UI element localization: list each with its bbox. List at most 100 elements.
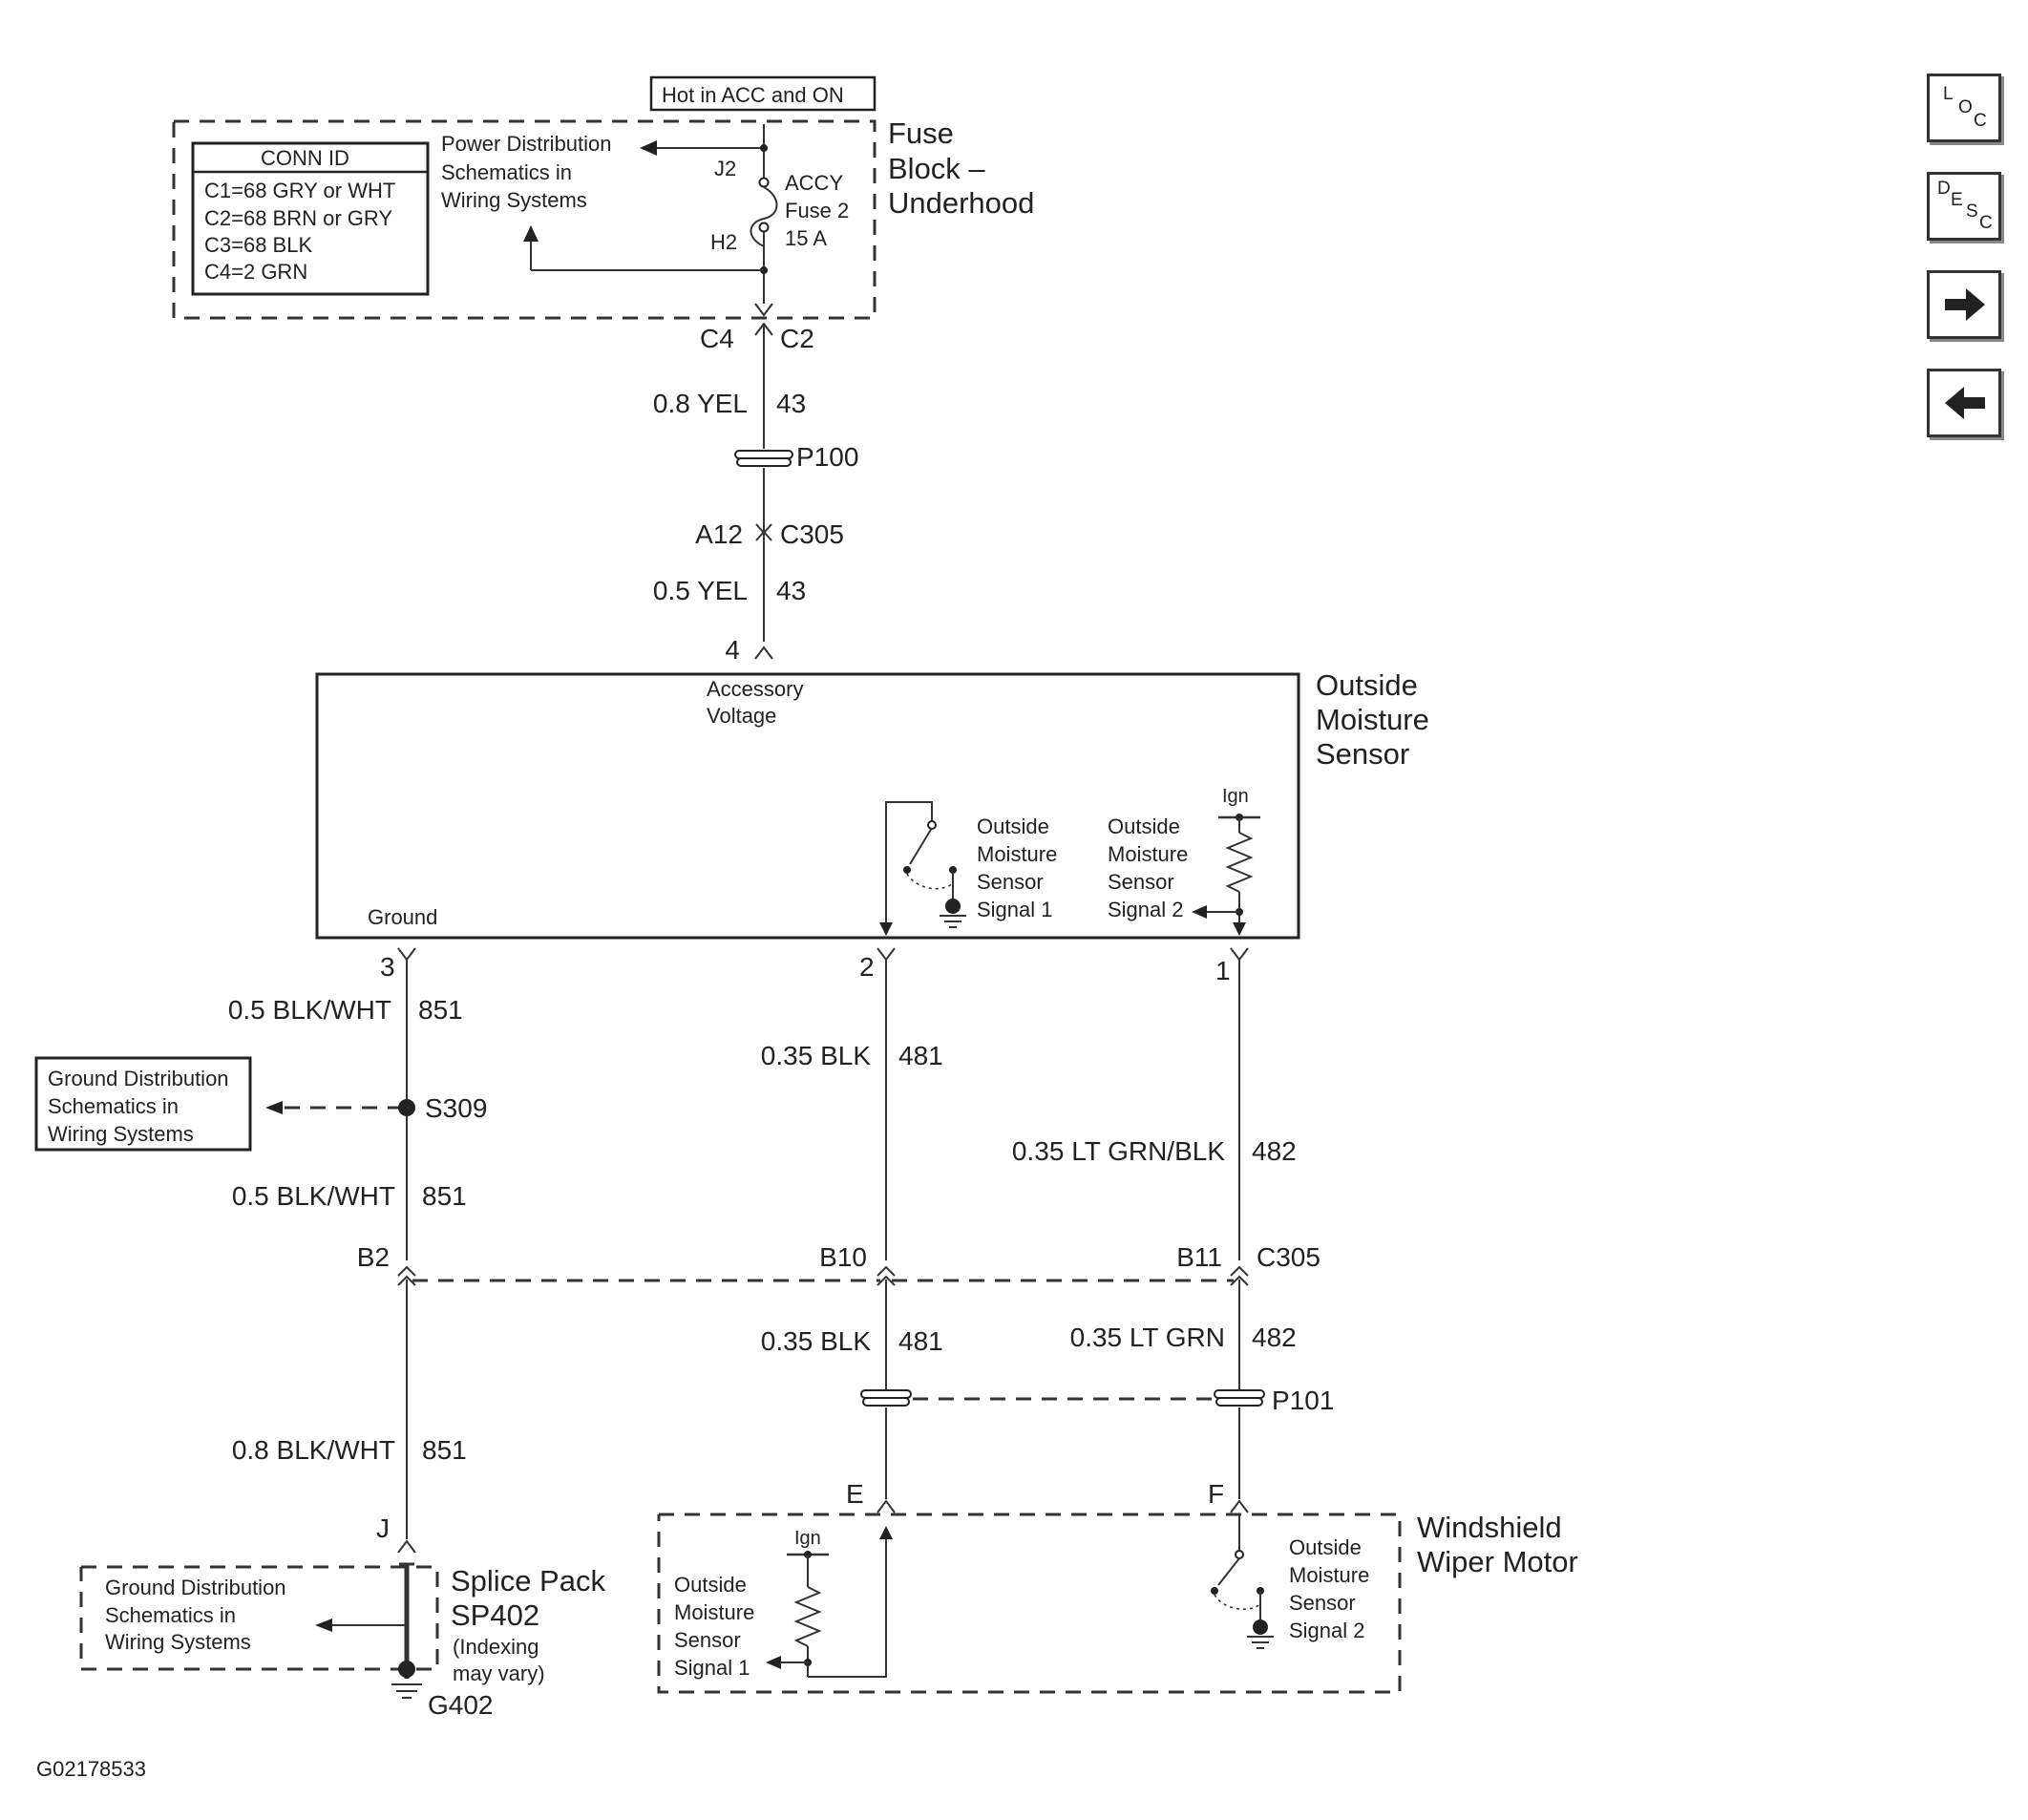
fuse-block-name: Block – <box>888 152 985 185</box>
wire-spec: 0.5 YEL <box>653 576 748 605</box>
pass-through-icon <box>1214 1389 1265 1407</box>
sensor-pin-3: 3 <box>380 952 395 982</box>
connector-pin-j: J <box>376 1513 390 1543</box>
connector-double-icon <box>397 1265 416 1277</box>
wire-spec: 0.35 BLK <box>761 1041 872 1070</box>
signal2-label: Sensor <box>1108 870 1174 894</box>
signal1-label: Signal 1 <box>977 898 1053 921</box>
arrow-left-icon <box>1192 905 1207 919</box>
arrow-left-icon <box>766 1656 781 1669</box>
signal2-label: Outside <box>1108 815 1180 838</box>
signal1-label: Moisture <box>674 1600 754 1624</box>
connector-c305: C305 <box>780 519 844 549</box>
hot-in-label-box <box>649 75 877 112</box>
connector-c305: C305 <box>1257 1242 1320 1272</box>
pass-through-p100: P100 <box>796 442 858 472</box>
ground-distribution-ref[interactable]: Ground Distribution <box>105 1576 286 1599</box>
arrow-left-icon <box>1945 387 1985 419</box>
connector-pin-b11: B11 <box>1176 1242 1222 1272</box>
motor-pin-f: F <box>1208 1479 1224 1509</box>
sensor-pin-4: 4 <box>725 635 740 665</box>
windshield-wiper-motor: Windshield Wiper Motor Ign Outside Moist… <box>657 1511 1578 1694</box>
signal1-label: Sensor <box>674 1628 741 1652</box>
desc-letter: C <box>1979 213 1993 233</box>
arrow-up-icon <box>879 1526 893 1539</box>
desc-letter: D <box>1937 179 1951 199</box>
ground-distribution-ref[interactable]: Wiring Systems <box>48 1122 194 1146</box>
next-button[interactable] <box>1927 270 2001 339</box>
fuse-icon <box>750 186 778 247</box>
connector-pin-b2: B2 <box>357 1242 390 1272</box>
signal1-label: Sensor <box>977 870 1044 894</box>
desc-letter: S <box>1966 201 1978 222</box>
sensor-pin-2: 2 <box>859 952 875 982</box>
desc-letter: E <box>1951 190 1963 210</box>
splice-pack-outline <box>79 1565 439 1671</box>
circuit-number: 851 <box>418 995 463 1025</box>
accessory-voltage-label: Accessory <box>707 677 803 701</box>
ground-distribution-ref[interactable]: Schematics in <box>48 1094 179 1118</box>
circuit-number: 481 <box>898 1326 943 1356</box>
power-distribution-ref[interactable]: Wiring Systems <box>441 188 587 212</box>
wire-spec: 0.5 BLK/WHT <box>228 995 391 1025</box>
arrow-down-icon <box>879 922 893 936</box>
ground-distribution-ref-box[interactable] <box>34 1056 252 1152</box>
power-distribution-ref[interactable]: Schematics in <box>441 160 572 184</box>
connector-female-icon <box>397 947 416 962</box>
figure-id: G02178533 <box>36 1757 146 1781</box>
splice-s309: S309 <box>425 1093 487 1123</box>
upper-feed-circuit: C4 C2 0.8 YEL 43 P100 A12 C305 0.5 YEL 4… <box>653 322 858 665</box>
wire-spec: 0.35 LT GRN <box>1070 1323 1225 1352</box>
loc-button[interactable]: L O C <box>1927 74 2001 142</box>
wire-spec: 0.8 YEL <box>653 389 748 418</box>
ground-distribution-ref[interactable]: Schematics in <box>105 1603 236 1627</box>
ground-distribution-ref[interactable]: Ground Distribution <box>48 1067 229 1090</box>
connector-female-icon <box>754 303 773 317</box>
prev-button[interactable] <box>1927 369 2001 437</box>
fuse-block-name: Fuse <box>888 116 954 150</box>
arrow-down-icon <box>1233 922 1246 936</box>
splice-pack-note: may vary) <box>453 1661 545 1685</box>
conn-id-table <box>191 141 430 296</box>
wire-spec: 0.5 BLK/WHT <box>232 1181 395 1211</box>
fuse-label: 15 A <box>785 226 827 250</box>
sensor-name: Sensor <box>1316 737 1409 771</box>
power-distribution-ref[interactable]: Power Distribution <box>441 132 612 156</box>
signal2-label: Sensor <box>1289 1591 1356 1615</box>
wire-spec: 0.8 BLK/WHT <box>232 1435 395 1465</box>
conn-id-title: CONN ID <box>261 146 349 170</box>
pass-through-p101: P101 <box>1272 1386 1334 1415</box>
sensor-name: Outside <box>1316 668 1418 702</box>
signal2-label: Signal 2 <box>1289 1619 1365 1642</box>
pass-through-icon <box>734 450 793 467</box>
circuit-number: 43 <box>776 389 806 418</box>
accessory-voltage-label: Voltage <box>707 704 776 728</box>
connector-male-icon <box>877 1499 896 1513</box>
signal2-branch: 0.35 LT GRN/BLK 482 B11 C305 0.35 LT GRN… <box>1012 960 1334 1513</box>
ground-label: Ground <box>368 905 437 929</box>
connector-male-icon <box>397 1539 416 1554</box>
connector-c4: C4 <box>700 324 734 353</box>
wiper-motor-name: Wiper Motor <box>1417 1545 1578 1578</box>
motor-pin-e: E <box>846 1479 864 1509</box>
circuit-number: 851 <box>422 1435 467 1465</box>
signal2-label: Moisture <box>1108 842 1188 866</box>
wire-spec: 0.35 BLK <box>761 1326 872 1356</box>
arrow-right-icon <box>1945 288 1985 321</box>
connector-male-icon <box>754 322 773 336</box>
circuit-number: 851 <box>422 1181 467 1211</box>
pass-through-icon <box>860 1389 912 1407</box>
desc-button[interactable]: D E S C <box>1927 172 2001 241</box>
signal2-label: Signal 2 <box>1108 898 1184 921</box>
conn-id-row: C2=68 BRN or GRY <box>204 206 392 230</box>
splice-pack-sp402: Ground Distribution Schematics in Wiring… <box>79 1562 605 1720</box>
conn-id-row: C1=68 GRY or WHT <box>204 179 395 202</box>
splice-pack-note: (Indexing <box>453 1635 539 1659</box>
signal1-wire-internal <box>885 801 933 934</box>
connector-c2: C2 <box>780 324 814 353</box>
fuse-block-name: Underhood <box>888 186 1034 220</box>
wiper-motor-outline <box>657 1513 1402 1694</box>
ground-distribution-ref[interactable]: Wiring Systems <box>105 1630 251 1654</box>
switch-icon <box>909 827 933 865</box>
